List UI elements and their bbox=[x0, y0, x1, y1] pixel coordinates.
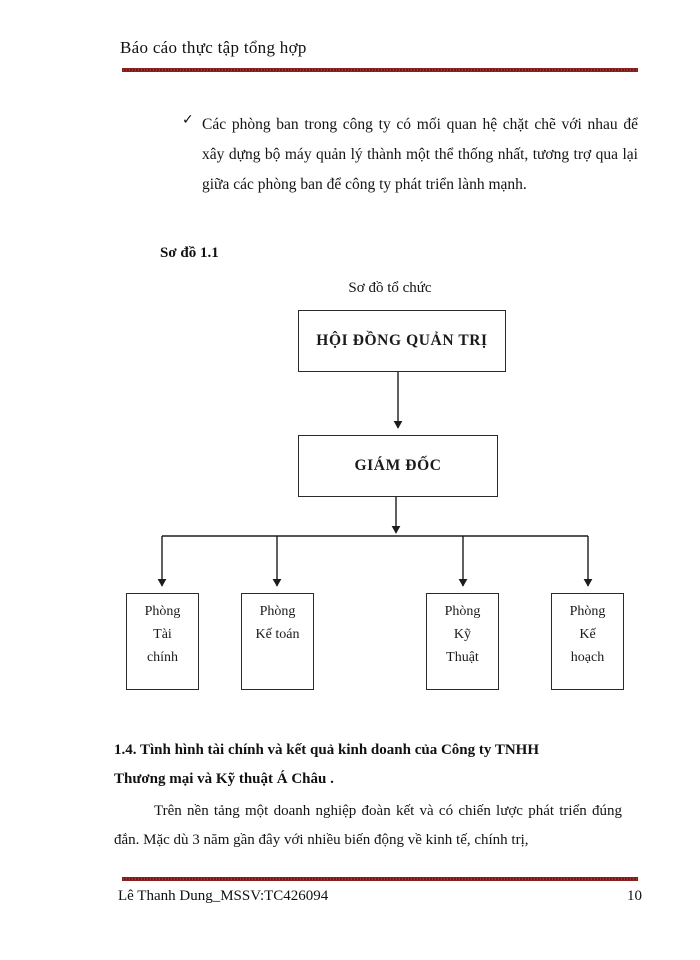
org-node-accounting-line1: Phòng bbox=[259, 604, 296, 619]
bullet-paragraph-text: Các phòng ban trong công ty có mối quan … bbox=[202, 116, 638, 193]
section-heading-line1: 1.4. Tình hình tài chính và kết quả kinh… bbox=[114, 742, 540, 758]
org-node-finance-line3: chính bbox=[146, 650, 179, 665]
footer-rule bbox=[122, 877, 638, 881]
org-node-planning: Phòng Kế hoạch bbox=[551, 593, 624, 690]
org-node-finance-line2: Tài bbox=[153, 627, 172, 642]
section-heading-line2: Thương mại và Kỹ thuật Á Châu . bbox=[114, 771, 334, 787]
org-node-accounting: Phòng Kế toán bbox=[241, 593, 314, 690]
diagram-title: Sơ đồ tổ chức bbox=[348, 280, 432, 296]
org-node-planning-line2: Kế bbox=[579, 627, 596, 642]
footer-page-number: 10 bbox=[627, 888, 642, 904]
footer-author: Lê Thanh Dung_MSSV:TC426094 bbox=[118, 888, 329, 904]
org-node-director: GIÁM ĐỐC bbox=[298, 435, 498, 497]
org-node-finance-line1: Phòng bbox=[144, 604, 181, 619]
page-header-title: Báo cáo thực tập tổng hợp bbox=[120, 38, 307, 57]
org-node-board: HỘI ĐỒNG QUẢN TRỊ bbox=[298, 310, 506, 372]
body-paragraph: Trên nền tảng một doanh nghiệp đoàn kết … bbox=[114, 803, 622, 848]
org-node-technical-line2: Kỹ bbox=[453, 627, 472, 642]
diagram-caption: Sơ đồ 1.1 bbox=[160, 245, 219, 261]
org-node-technical-line1: Phòng bbox=[444, 604, 481, 619]
org-node-director-label: GIÁM ĐỐC bbox=[354, 457, 442, 474]
section-heading: 1.4. Tình hình tài chính và kết quả kinh… bbox=[114, 736, 614, 794]
org-node-board-label: HỘI ĐỒNG QUẢN TRỊ bbox=[316, 332, 488, 349]
check-mark-icon: ✓ bbox=[182, 112, 194, 128]
header-rule bbox=[122, 68, 638, 72]
org-node-finance: Phòng Tài chính bbox=[126, 593, 199, 690]
org-node-technical: Phòng Kỹ Thuật bbox=[426, 593, 499, 690]
org-node-technical-line3: Thuật bbox=[446, 650, 479, 665]
org-node-accounting-line2: Kế toán bbox=[255, 627, 300, 642]
org-node-planning-line1: Phòng bbox=[569, 604, 606, 619]
bullet-paragraph: ✓ Các phòng ban trong công ty có mối qua… bbox=[182, 110, 638, 200]
org-node-planning-line3: hoạch bbox=[570, 650, 605, 665]
